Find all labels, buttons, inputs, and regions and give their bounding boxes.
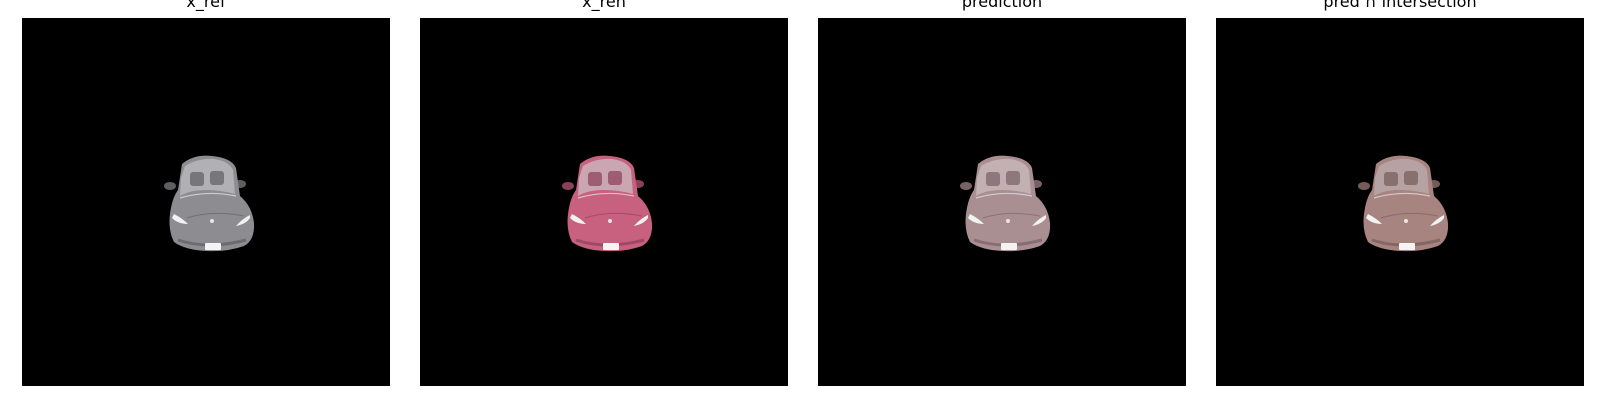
car-seat-left: [1384, 172, 1398, 186]
panel-title-pred-intersection: pred ∩ intersection: [1323, 0, 1477, 11]
car-hood-crease: [1380, 212, 1439, 219]
car-mirror-left: [1358, 182, 1370, 190]
car-image: [164, 155, 255, 252]
car-seat-left: [986, 172, 1000, 186]
panel-title-x-ren: x_ren: [582, 0, 626, 11]
car-image: [960, 155, 1051, 252]
car-logo: [1404, 219, 1408, 223]
panel-x-ref: x_ref: [22, 0, 390, 386]
car-windshield-edge: [577, 192, 635, 199]
car-seat-right: [210, 171, 224, 185]
car-image: [562, 155, 653, 252]
image-x-ref: [164, 155, 255, 252]
car-mirror-left: [164, 182, 176, 190]
car-windshield-edge: [179, 192, 237, 199]
car-hood-crease: [584, 212, 643, 219]
car-seat-right: [608, 171, 622, 185]
car-windshield-edge: [1373, 192, 1431, 199]
car-headlight-right: [634, 215, 648, 226]
car-headlight-left: [172, 214, 188, 224]
car-headlight-left: [570, 214, 586, 224]
car-license-plate: [603, 243, 619, 250]
car-seat-left: [190, 172, 204, 186]
car-mirror-left: [960, 182, 972, 190]
car-license-plate: [1399, 243, 1415, 250]
panel-title-prediction: prediction: [961, 0, 1043, 11]
car-headlight-right: [1430, 215, 1444, 226]
car-cabin: [976, 158, 1031, 196]
image-x-ren: [562, 155, 653, 252]
panel-title-x-ref: x_ref: [186, 0, 226, 11]
car-seat-right: [1404, 171, 1418, 185]
panel-pred-intersection: pred ∩ intersection: [1216, 0, 1584, 386]
image-prediction: [960, 155, 1051, 252]
car-headlight-left: [968, 214, 984, 224]
car-license-plate: [1001, 243, 1017, 250]
car-license-plate: [205, 243, 221, 250]
panel-prediction: prediction: [818, 0, 1186, 386]
image-pred-intersection: [1358, 155, 1449, 252]
car-cabin: [180, 158, 235, 196]
car-headlight-left: [1366, 214, 1382, 224]
car-headlight-right: [236, 215, 250, 226]
car-cabin: [1374, 158, 1429, 196]
car-hood-crease: [186, 212, 245, 219]
car-hood-crease: [982, 212, 1041, 219]
car-logo: [210, 219, 214, 223]
car-mirror-left: [562, 182, 574, 190]
car-seat-right: [1006, 171, 1020, 185]
car-logo: [1006, 219, 1010, 223]
car-seat-left: [588, 172, 602, 186]
car-logo: [608, 219, 612, 223]
car-image: [1358, 155, 1449, 252]
car-cabin: [578, 158, 633, 196]
car-headlight-right: [1032, 215, 1046, 226]
panel-x-ren: x_ren: [420, 0, 788, 386]
car-windshield-edge: [975, 192, 1033, 199]
